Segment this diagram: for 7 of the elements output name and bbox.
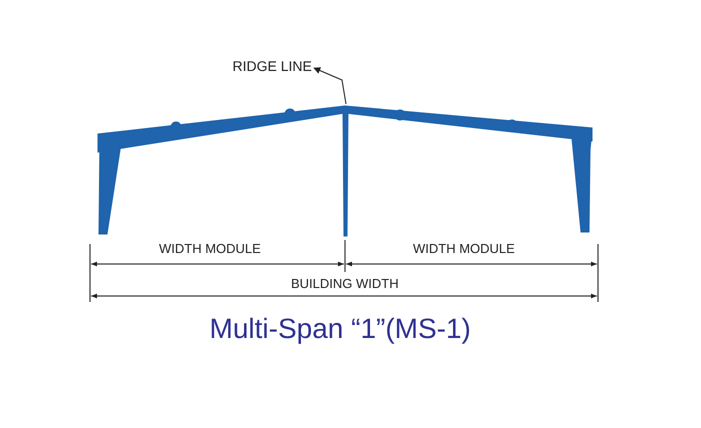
leader-line bbox=[313, 67, 346, 104]
portal-frame-drawing bbox=[98, 106, 593, 236]
caption: Multi-Span “1”(MS-1) bbox=[210, 313, 471, 345]
dimension-label: BUILDING WIDTH bbox=[291, 276, 399, 291]
dimension-label: WIDTH MODULE bbox=[413, 241, 515, 256]
callout-label: RIDGE LINE bbox=[232, 58, 312, 74]
dimension-label: WIDTH MODULE bbox=[159, 241, 261, 256]
